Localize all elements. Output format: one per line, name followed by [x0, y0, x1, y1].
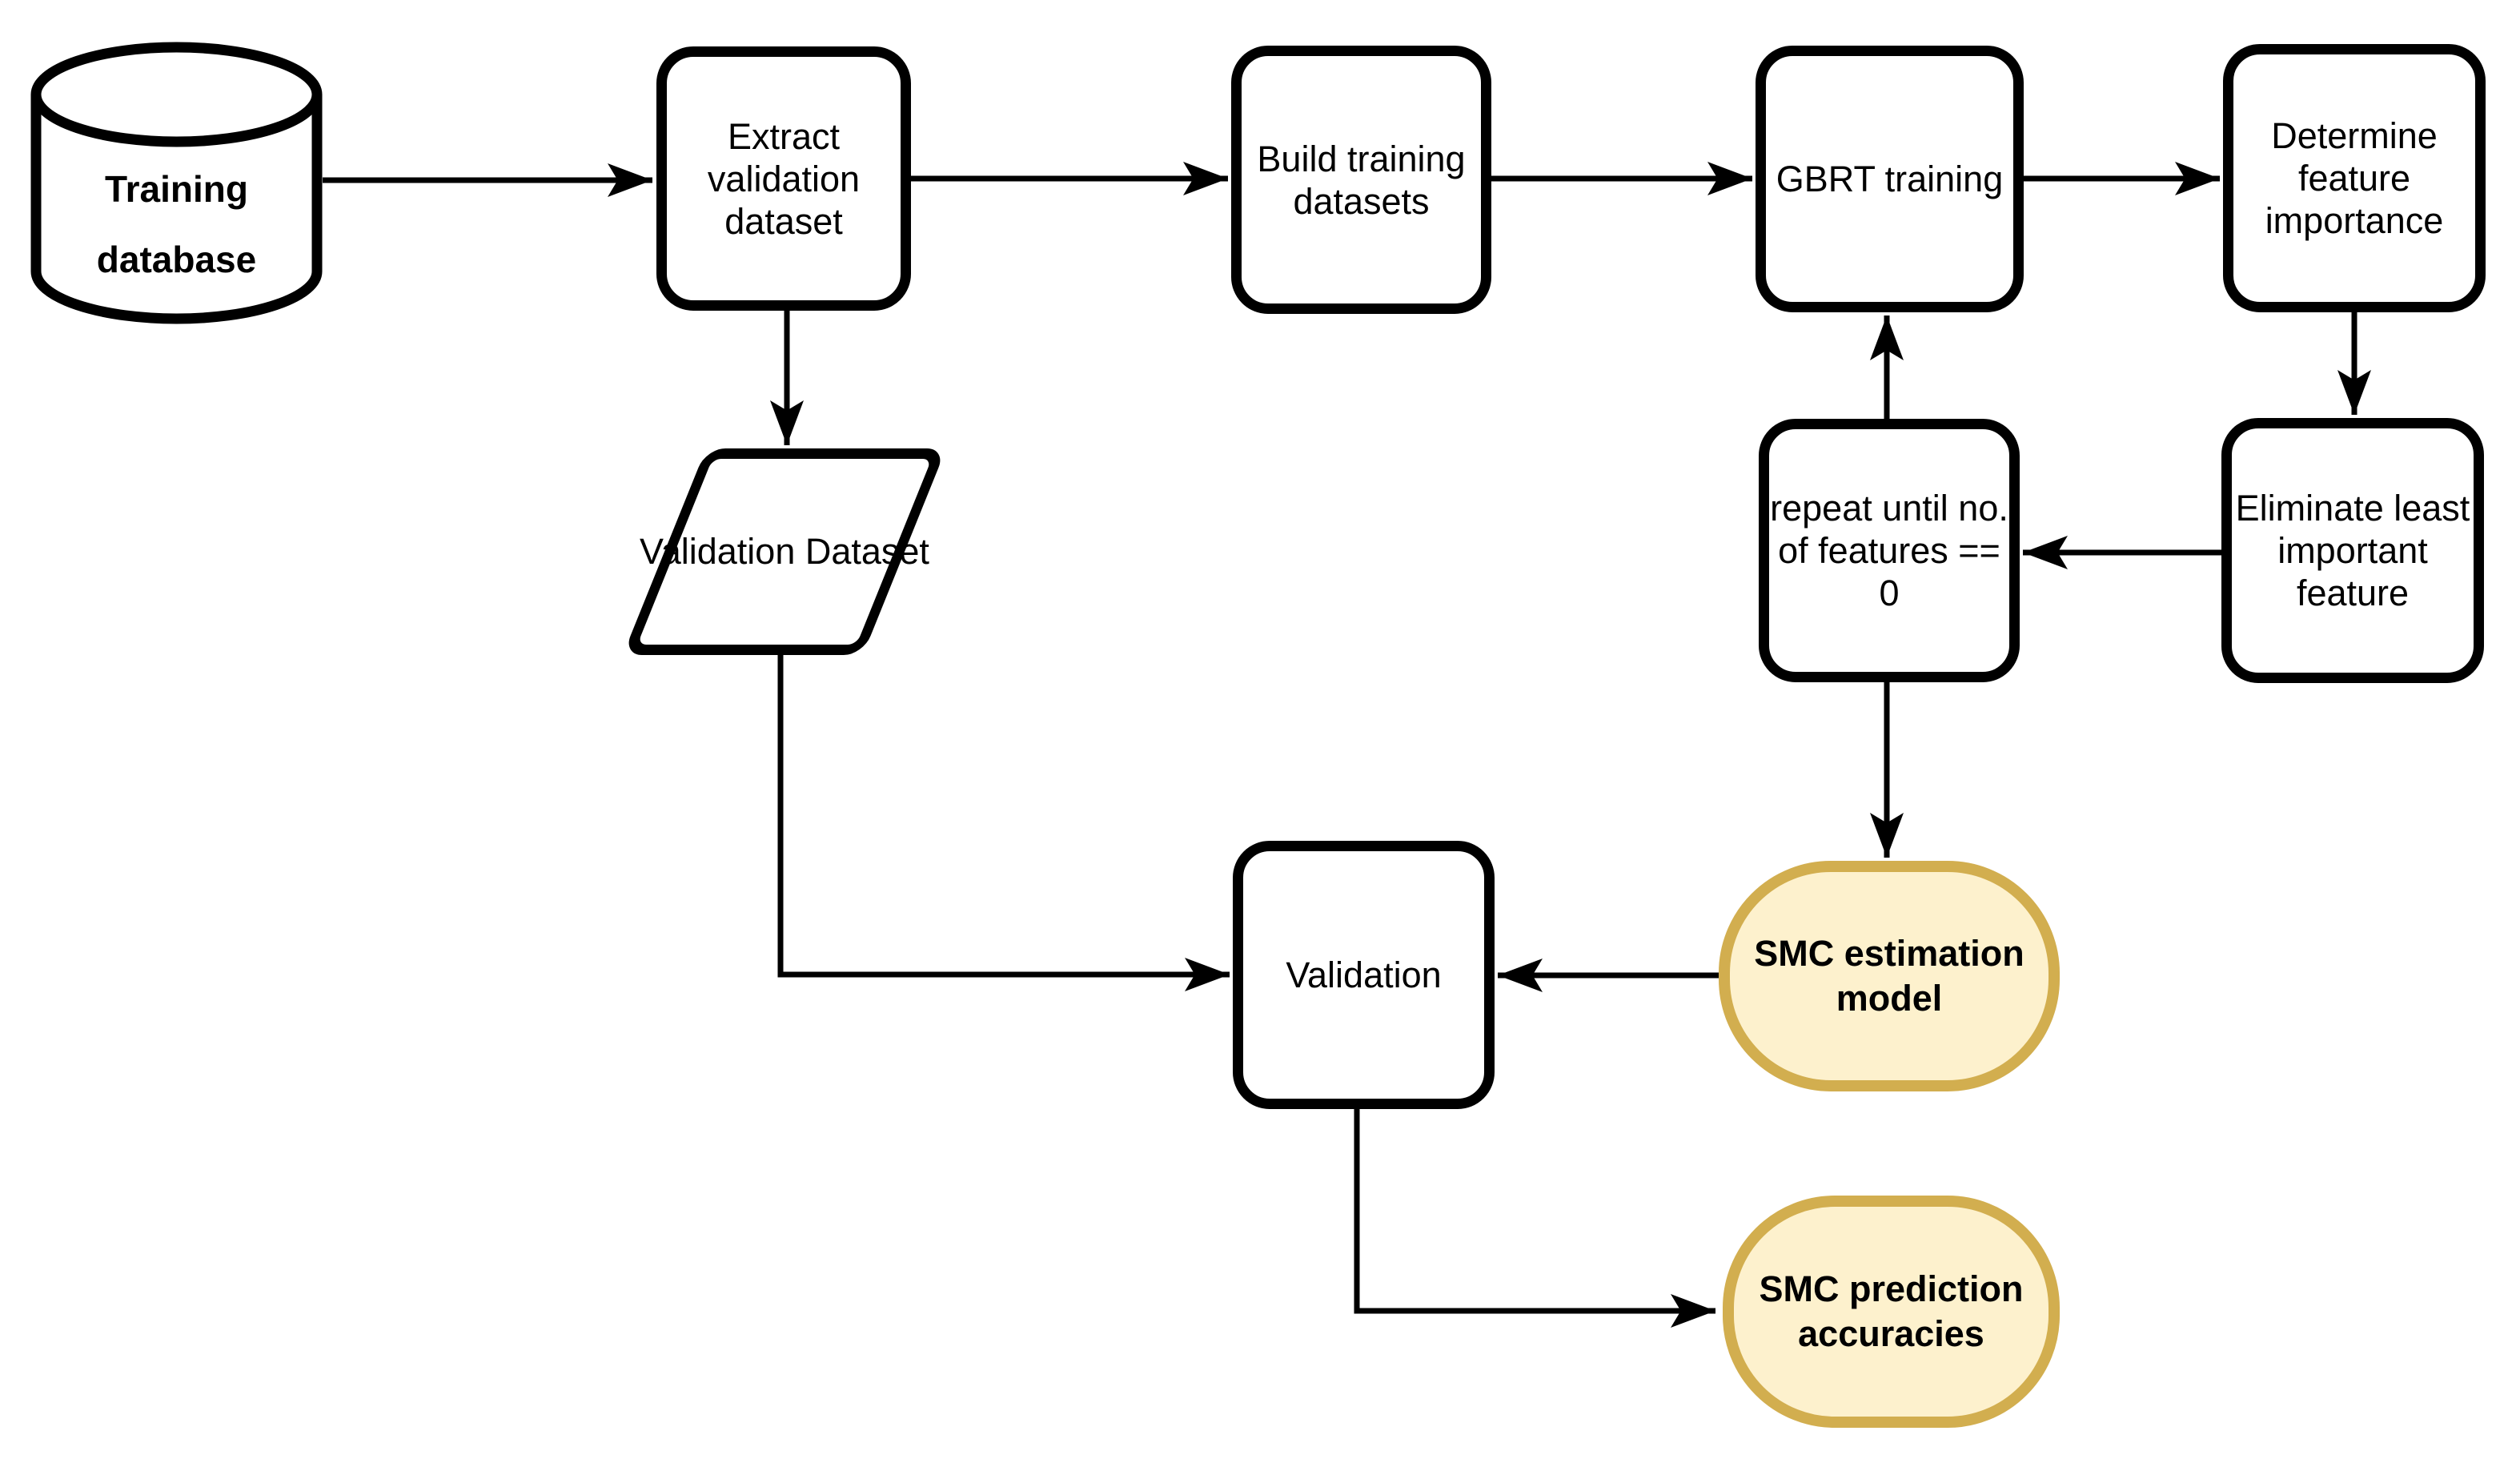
node-label-line: of features == [1778, 530, 2000, 571]
node-determine-feature-importance: Determine feature importance [2223, 44, 2486, 312]
node-label-line: SMC estimation [1754, 933, 2024, 974]
node-label-line: Extract [727, 115, 841, 157]
node-label-line: GBRT training [1776, 159, 2004, 199]
node-label-line: validation [707, 158, 861, 199]
node-label-line: datasets [1293, 180, 1430, 222]
node-label-line: accuracies [1798, 1313, 1984, 1354]
node-eliminate-least-important-feature: Eliminate least important feature [2221, 418, 2484, 683]
node-extract-validation-dataset: Extract validation dataset [656, 46, 911, 311]
node-label-line: Validation [1286, 955, 1442, 995]
node-label-line: Validation Dataset [640, 531, 929, 572]
cylinder-shape [30, 42, 323, 324]
node-label-line: dataset [724, 200, 843, 242]
node-label-line: feature [2297, 158, 2411, 199]
node-label-line: Build training [1257, 138, 1466, 179]
node-label-line: feature [2296, 573, 2410, 613]
node-label-line: repeat until no. [1770, 488, 2008, 529]
node-repeat-until-no-features: repeat until no. of features == 0 [1759, 419, 2020, 682]
node-label-line: important [2277, 530, 2428, 571]
node-training-database [30, 42, 323, 324]
edge-validation-to-smc-prediction [1354, 1109, 1715, 1328]
node-label-line: 0 [1879, 573, 1900, 613]
node-training-database-label: Training database [30, 154, 323, 298]
node-validation: Validation [1233, 841, 1495, 1109]
node-label-line: importance [2265, 200, 2444, 241]
node-gbrt-training: GBRT training [1756, 46, 2024, 312]
node-smc-prediction-accuracies: SMC prediction accuracies [1723, 1196, 2060, 1428]
edge-validation-dataset-to-validation [777, 655, 1230, 991]
node-label-line: Eliminate least [2235, 488, 2470, 529]
node-label-line: model [1836, 978, 1943, 1019]
node-label-line: SMC prediction [1759, 1268, 2024, 1309]
node-build-training-datasets: Build training datasets [1231, 46, 1491, 314]
node-smc-estimation-model: SMC estimation model [1719, 861, 2060, 1091]
node-label-line: Determine [2271, 115, 2438, 156]
node-validation-dataset-label: Validation Dataset [584, 448, 985, 655]
node-label-line: Training [105, 168, 248, 210]
node-label-line: database [96, 239, 257, 280]
